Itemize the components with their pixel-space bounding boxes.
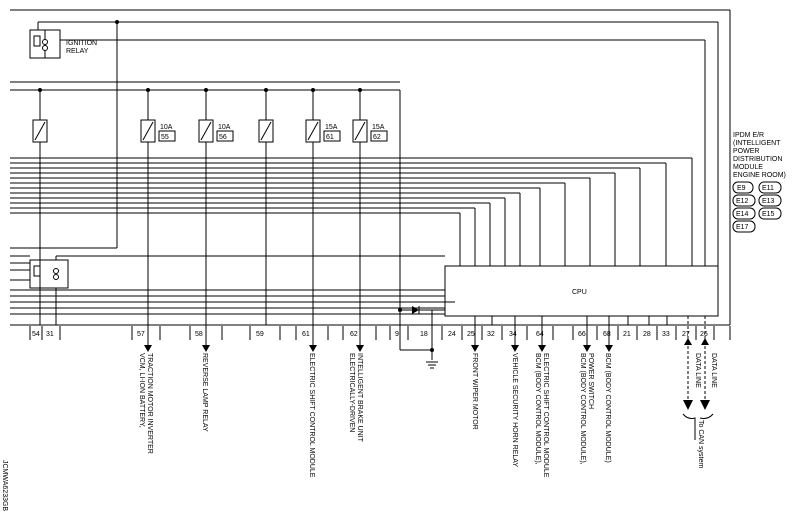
signal-bus	[10, 157, 693, 266]
svg-text:27: 27	[682, 331, 690, 338]
svg-text:64: 64	[536, 331, 544, 338]
svg-text:32: 32	[487, 331, 495, 338]
load-bcm-68: BCM (BODY CONTROL MODULE)	[604, 353, 611, 463]
cpu-box	[444, 265, 719, 317]
fuse-56	[198, 88, 234, 345]
to-can-system: To CAN system	[697, 420, 704, 468]
svg-text:DISTRIBUTION: DISTRIBUTION	[733, 156, 782, 163]
data-line-1: DATA LINE	[694, 353, 701, 388]
svg-text:26: 26	[700, 331, 708, 338]
module-label: IPDM E/R (INTELLIGENT POWER DISTRIBUTION…	[733, 132, 786, 179]
svg-text:E11: E11	[762, 185, 774, 192]
fuse-55-amp: 10A	[160, 124, 173, 131]
svg-text:25: 25	[467, 331, 475, 338]
fuse-4	[258, 88, 274, 325]
svg-text:E17: E17	[736, 224, 749, 231]
load-bcm-66-2: POWER SWITCH	[587, 353, 594, 409]
fuse-1	[32, 88, 48, 325]
svg-text:24: 24	[448, 331, 456, 338]
svg-text:59: 59	[256, 331, 264, 338]
load-bcm-66-1: BCM (BODY CONTROL MODULE),	[579, 353, 586, 465]
svg-text:E13: E13	[762, 198, 775, 205]
svg-text:34: 34	[509, 331, 517, 338]
connector-list: E9 E11 E12 E13 E14 E15 E17	[732, 181, 782, 233]
ignition-relay-label-1: IGNITION	[66, 40, 97, 47]
load-bcm-64-2: ELECTRIC SHIFT CONTROL MODULE	[542, 353, 549, 478]
svg-text:(INTELLIGENT: (INTELLIGENT	[733, 140, 781, 147]
svg-text:28: 28	[643, 331, 651, 338]
fuse-61-number: 61	[326, 134, 334, 141]
svg-text:E14: E14	[736, 211, 749, 218]
load-horn-relay: VEHICLE SECURITY HORN RELAY	[511, 353, 518, 467]
fuse-61-amp: 15A	[325, 124, 338, 131]
load-front-wiper: FRONT WIPER MOTOR	[471, 353, 478, 430]
svg-text:68: 68	[603, 331, 611, 338]
fuse-55	[140, 88, 176, 345]
pin-row: 54 31 57 58 59 61 62 9 18 24 25 32 34 64…	[32, 331, 708, 338]
svg-text:E9: E9	[737, 185, 746, 192]
cpu-pin-wires	[474, 316, 706, 400]
fuse-56-number: 56	[219, 134, 227, 141]
svg-text:66: 66	[578, 331, 586, 338]
load-bcm-64-1: BCM (BODY CONTROL MODULE),	[534, 353, 541, 465]
lower-relay	[10, 255, 445, 325]
svg-text:57: 57	[137, 331, 145, 338]
ignition-relay	[29, 21, 718, 59]
load-brake-1: ELECTRICALLY-DRIVEN	[348, 353, 355, 432]
svg-text:58: 58	[195, 331, 203, 338]
fuse-56-amp: 10A	[218, 124, 231, 131]
load-brake-2: INTELLIGENT BRAKE UNIT	[356, 353, 363, 443]
load-vcm: VCM, LI-ION BATTERY,	[138, 353, 145, 428]
cpu-label: CPU	[572, 289, 587, 296]
fuse-62-amp: 15A	[372, 124, 385, 131]
figure-code: JCMWA6233GB	[1, 460, 8, 511]
svg-text:ENGINE ROOM): ENGINE ROOM)	[733, 172, 786, 179]
fuse-55-number: 55	[161, 134, 169, 141]
svg-text:E12: E12	[736, 198, 749, 205]
arrows	[144, 338, 710, 410]
fuse-62	[352, 88, 388, 345]
fuse-61	[305, 88, 341, 345]
fuse-62-number: 62	[373, 134, 381, 141]
svg-text:54: 54	[32, 331, 40, 338]
svg-text:31: 31	[46, 331, 54, 338]
svg-text:21: 21	[623, 331, 631, 338]
svg-text:IPDM E/R: IPDM E/R	[733, 132, 764, 139]
svg-text:E15: E15	[762, 211, 775, 218]
load-reverse-lamp-relay: REVERSE LAMP RELAY	[201, 353, 208, 432]
load-traction-inverter: TRACTION MOTOR INVERTER	[146, 353, 153, 454]
svg-text:62: 62	[350, 331, 358, 338]
svg-text:33: 33	[662, 331, 670, 338]
data-line-2: DATA LINE	[710, 353, 717, 388]
svg-text:18: 18	[420, 331, 428, 338]
svg-text:MODULE: MODULE	[733, 164, 763, 171]
svg-text:POWER: POWER	[733, 148, 759, 155]
load-labels: VCM, LI-ION BATTERY, TRACTION MOTOR INVE…	[138, 353, 717, 478]
load-electric-shift: ELECTRIC SHIFT CONTROL MODULE	[308, 353, 315, 478]
diode-ground	[398, 301, 455, 369]
svg-text:9: 9	[395, 331, 399, 338]
svg-text:61: 61	[302, 331, 310, 338]
ignition-relay-label-2: RELAY	[66, 48, 89, 55]
